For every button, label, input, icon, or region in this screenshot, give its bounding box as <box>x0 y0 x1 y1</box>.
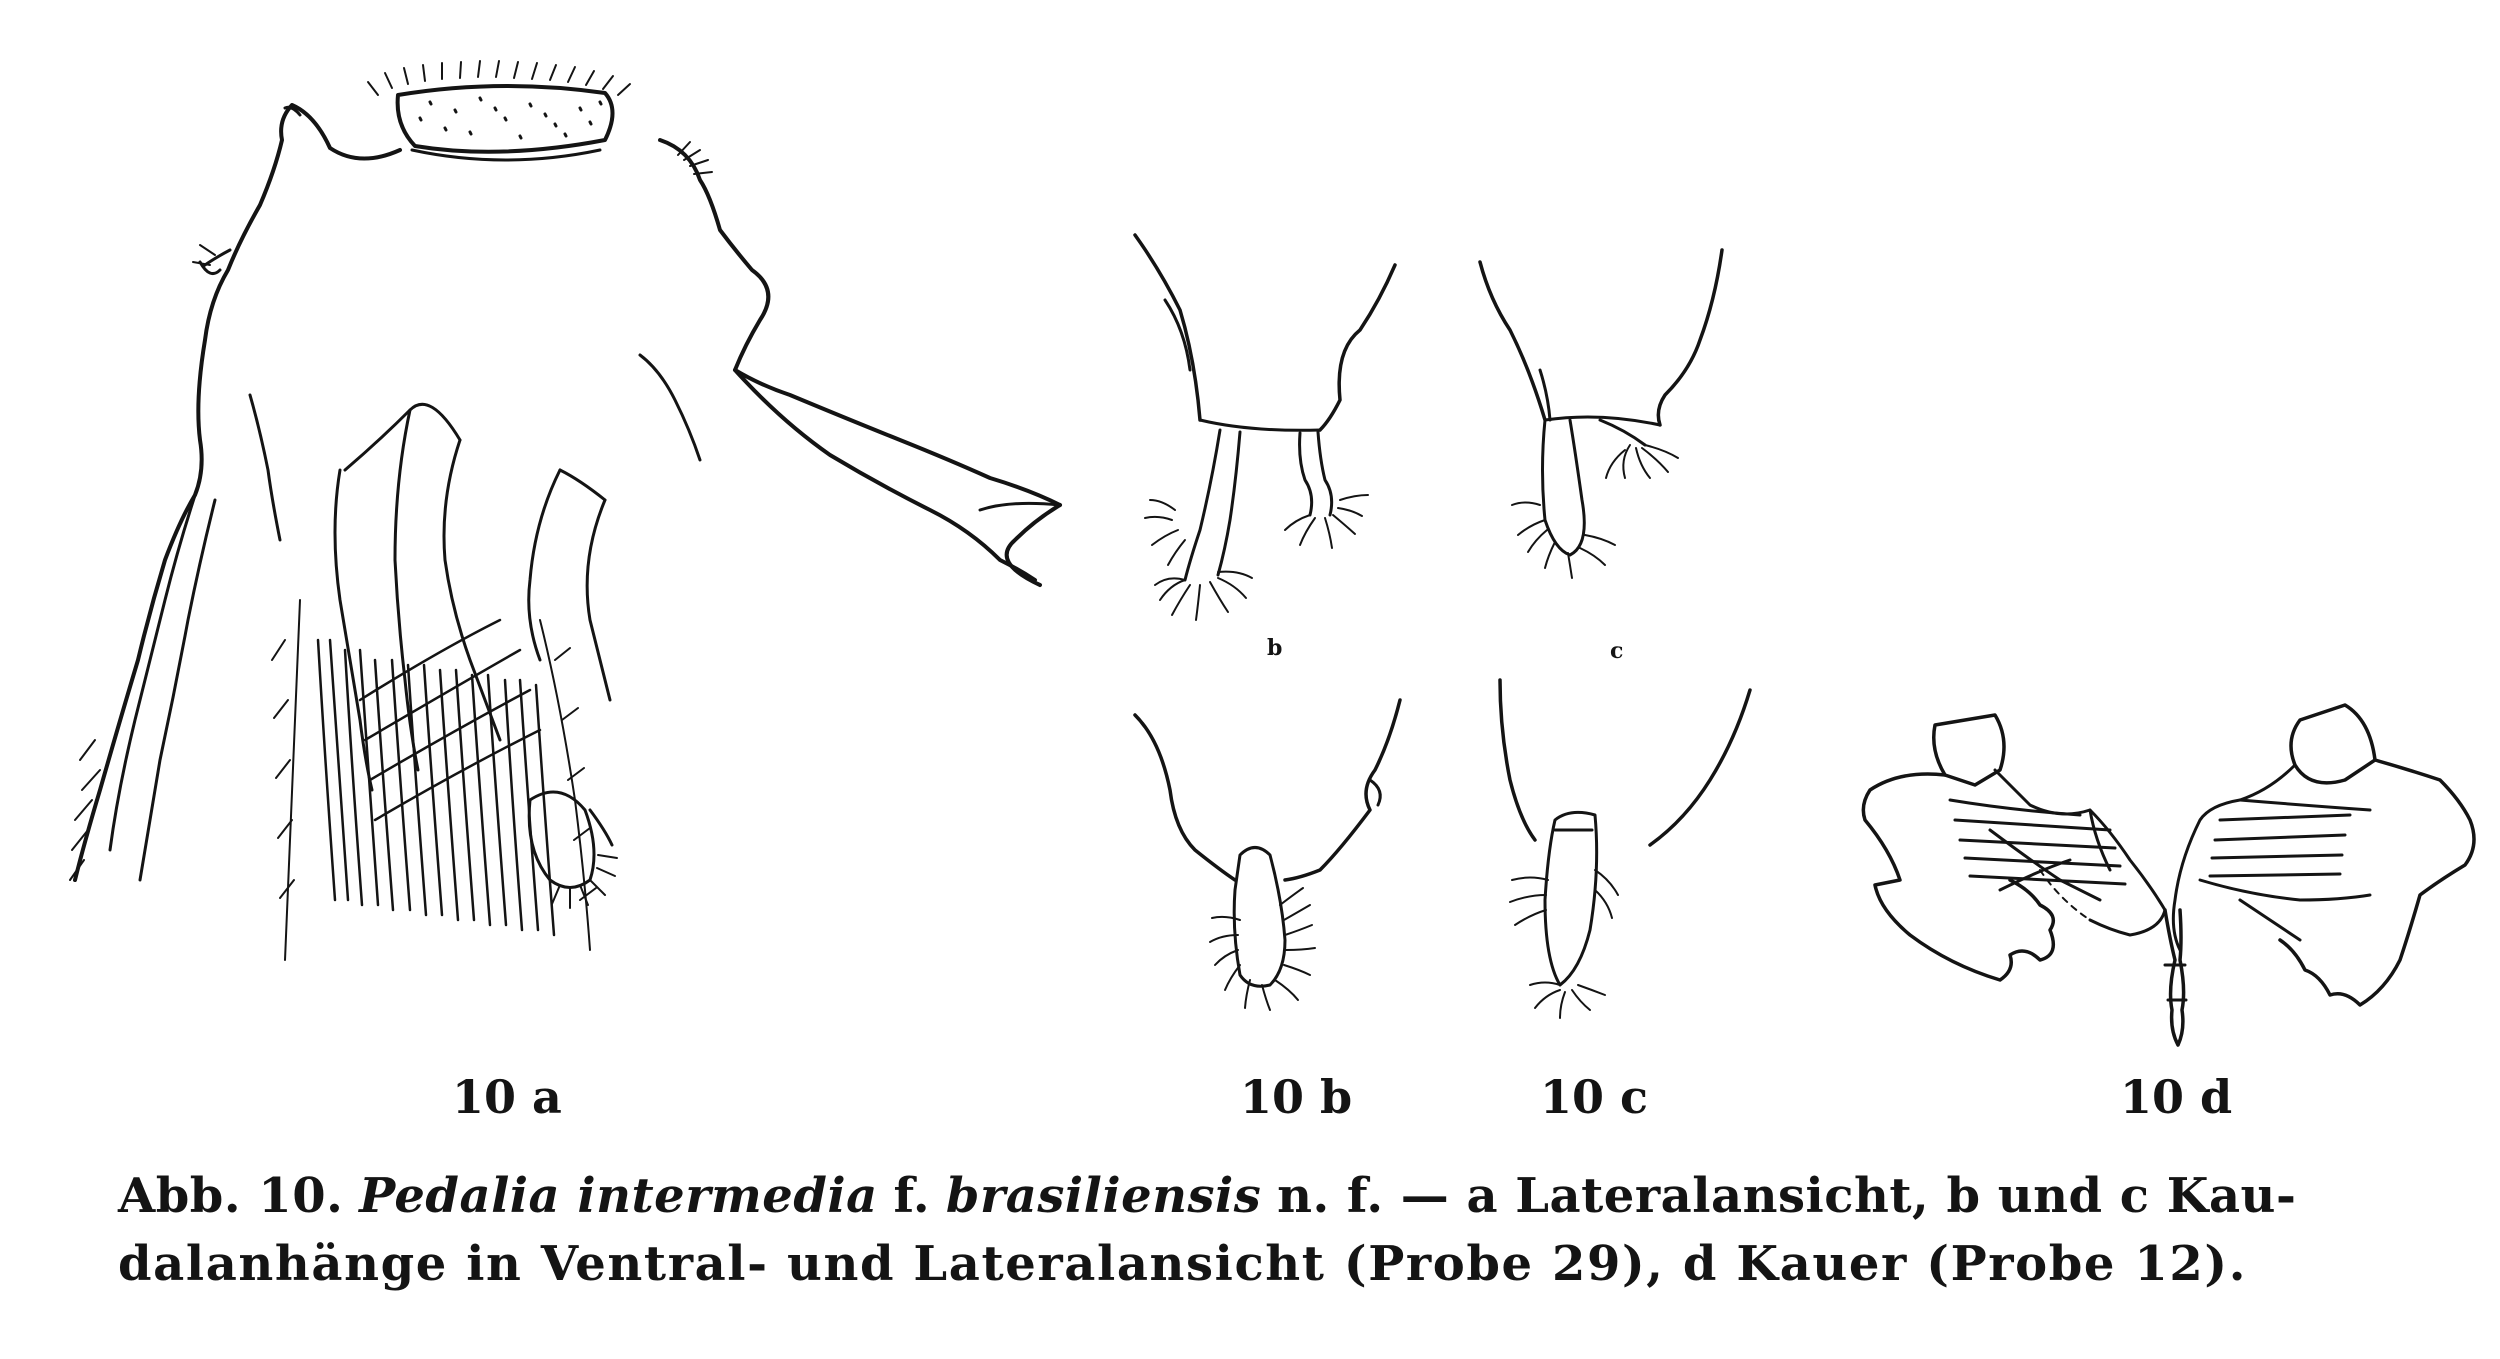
panel-label-10c: 10 c <box>1540 1070 1649 1124</box>
drawing-10b-ventral-view <box>1133 233 1397 621</box>
caption-forma-abbr: f. <box>893 1168 931 1224</box>
caption-figure-number: Abb. 10. <box>118 1168 344 1224</box>
caption-forma-name: brasiliensis <box>945 1168 1262 1224</box>
drawing-10c-lower <box>1498 678 1752 1019</box>
panel-label-10b: 10 b <box>1240 1070 1353 1124</box>
panel-label-10a: 10 a <box>452 1070 562 1124</box>
drawing-10a-lateral-view <box>69 60 1062 961</box>
subpanel-label-c: c <box>1610 638 1624 664</box>
caption-line-1: Abb. 10. Pedalia intermedia f. brasilien… <box>118 1162 2408 1230</box>
drawing-10c-lateral-view <box>1478 248 1724 579</box>
drawing-10d-trophi <box>1861 703 2476 1047</box>
panel-label-10d: 10 d <box>2120 1070 2233 1124</box>
corona-disc <box>367 60 631 162</box>
drawing-10b-lower <box>1133 698 1402 1011</box>
caption-line-2: dalanhänge in Ventral- und Lateralansich… <box>118 1236 2248 1292</box>
caption-species-name: Pedalia intermedia <box>359 1168 878 1224</box>
caption-line-1-rest: n. f. — a Lateralansicht, b und c Kau- <box>1277 1168 2297 1224</box>
subpanel-label-b: b <box>1267 635 1283 661</box>
figure-caption: Abb. 10. Pedalia intermedia f. brasilien… <box>118 1162 2408 1298</box>
